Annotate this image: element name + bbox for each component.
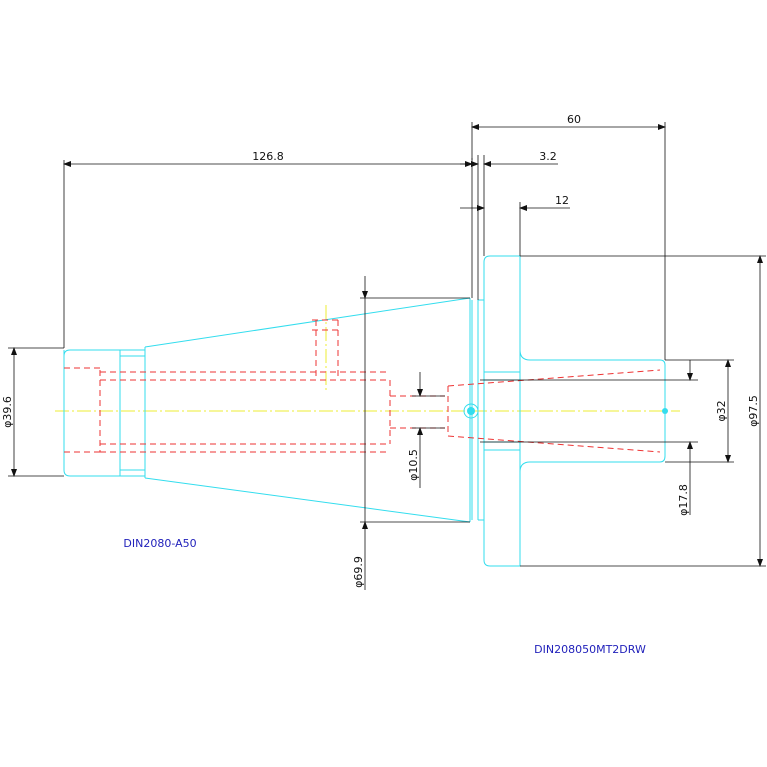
dim-flange-thickness [460,155,558,300]
hub-marker [467,407,475,415]
dim-text-10-5: φ10.5 [407,449,420,481]
dim-dia-97-5 [520,255,766,567]
dim-dia-39-6 [8,347,64,477]
taper-shank-outline [63,297,471,523]
dim-dia-17-8 [480,360,698,515]
taper-hidden-lines [64,319,445,453]
dim-dia-10-5 [412,372,445,488]
label-adapter-part: DIN208050MT2DRW [534,643,646,656]
dim-text-3-2: 3.2 [539,150,557,163]
label-taper-part: DIN2080-A50 [123,537,196,550]
dim-dia-32 [665,359,734,463]
dim-flange-length [471,122,666,360]
dim-step-length [460,202,570,256]
end-marker [662,408,668,414]
dim-dia-69-9 [360,276,470,590]
dim-text-69-9: φ69.9 [352,556,365,588]
dim-overall-length [63,158,473,348]
adapter-hidden-lines [447,369,661,453]
dim-text-97-5: φ97.5 [747,395,760,427]
dim-text-32: φ32 [715,400,728,421]
dim-text-17-8: φ17.8 [677,484,690,516]
dim-text-39-6: φ39.6 [1,396,14,428]
dim-text-12: 12 [555,194,569,207]
dim-text-126-8: 126.8 [252,150,284,163]
dim-text-60: 60 [567,113,581,126]
